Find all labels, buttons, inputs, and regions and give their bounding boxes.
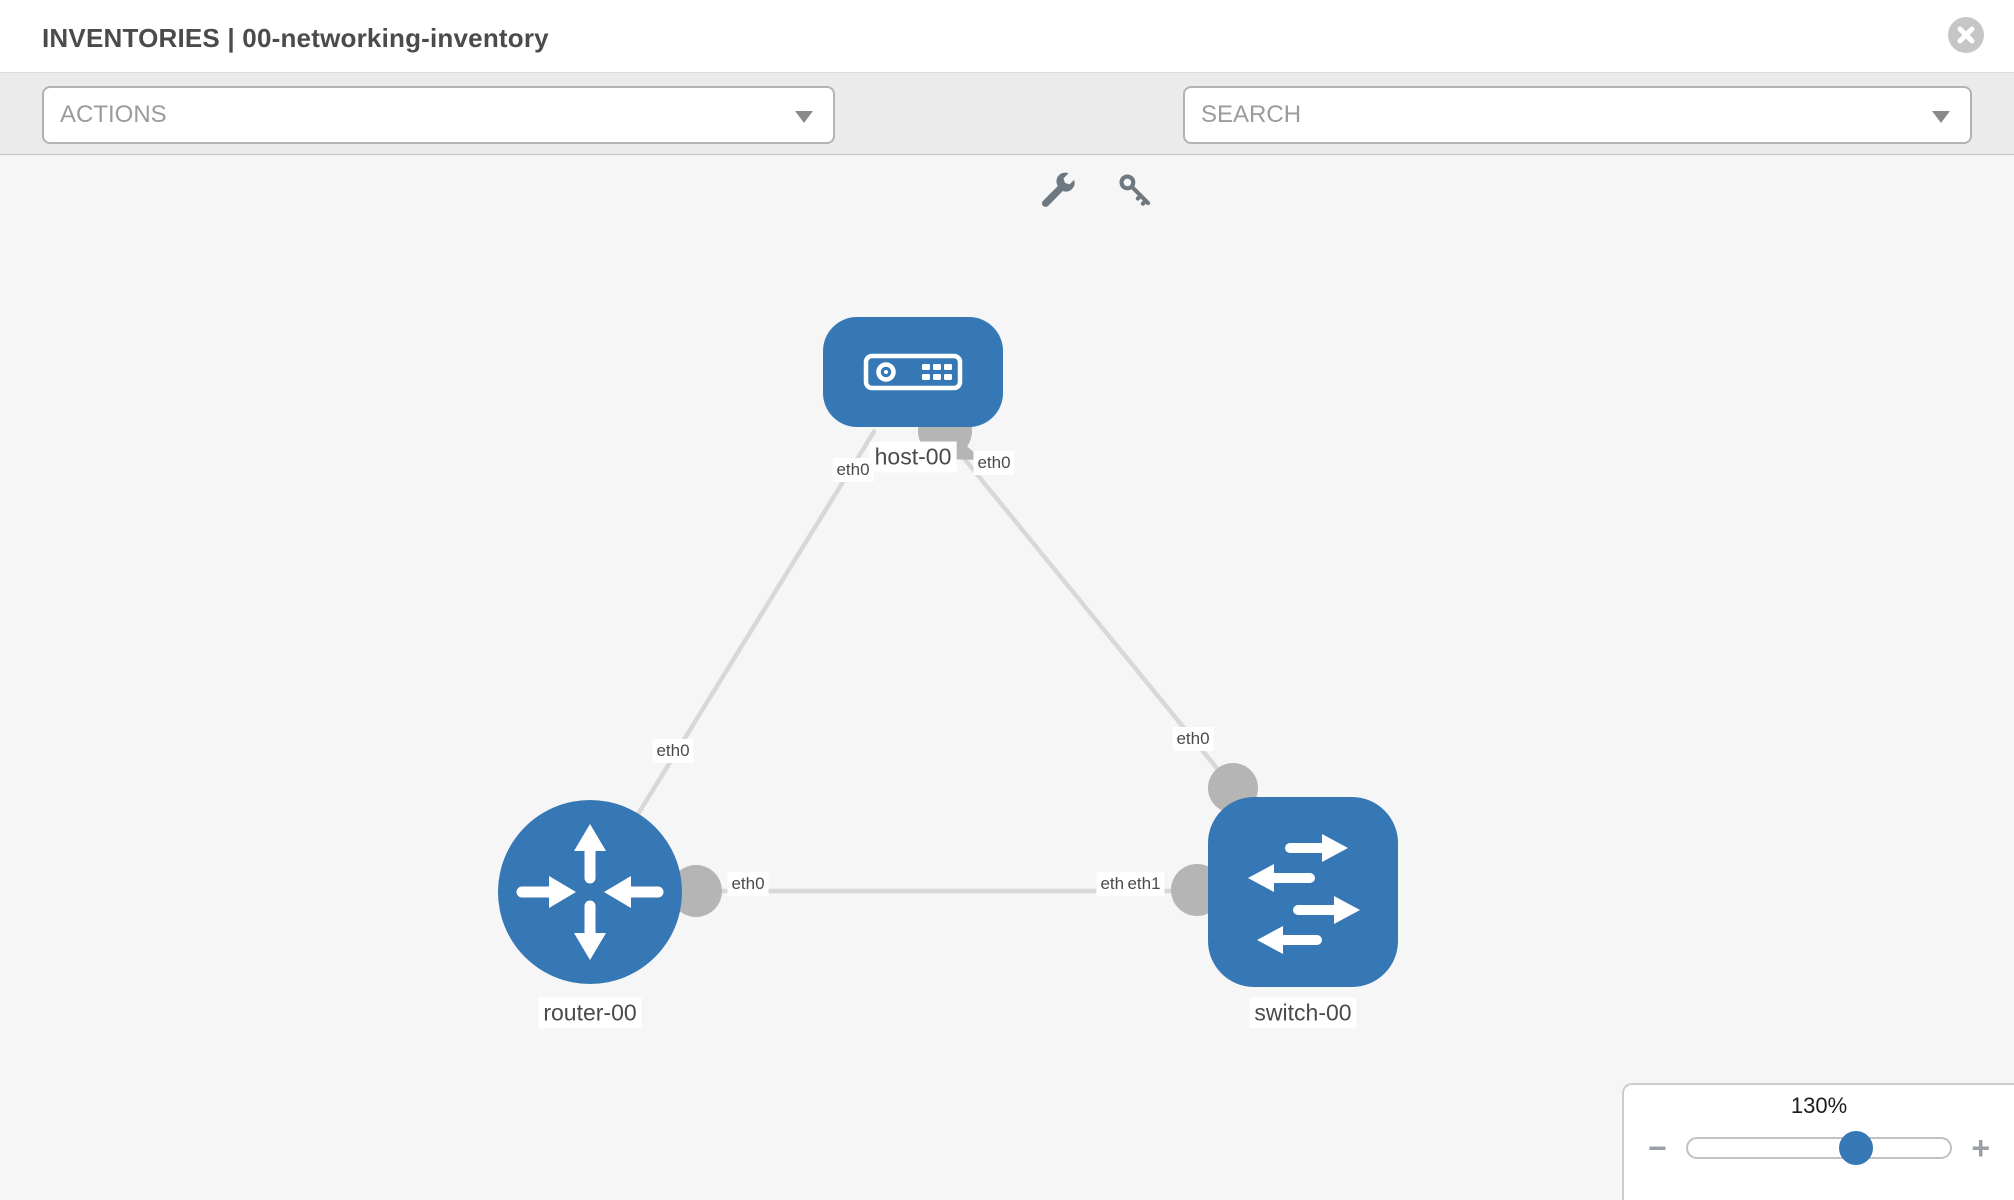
zoom-control-panel: 130% − + (1622, 1083, 2014, 1200)
node-router-00[interactable] (498, 800, 682, 984)
close-icon (1957, 26, 1975, 44)
page-title: INVENTORIES | 00-networking-inventory (42, 23, 549, 53)
node-switch-00[interactable] (1208, 797, 1398, 987)
actions-dropdown-label: ACTIONS (60, 101, 167, 128)
key-icon[interactable] (1116, 171, 1154, 209)
zoom-in-button[interactable]: + (1971, 1130, 1990, 1166)
actions-dropdown[interactable]: ACTIONS (42, 86, 835, 144)
search-dropdown[interactable]: SEARCH (1183, 86, 1972, 144)
chevron-down-icon (1932, 111, 1950, 123)
header: INVENTORIES | 00-networking-inventory (0, 0, 2014, 72)
wrench-icon[interactable] (1038, 170, 1078, 210)
zoom-level-readout: 130% (1790, 1093, 1848, 1118)
zoom-slider-row: − + (1624, 1128, 2014, 1168)
link-host-switch[interactable] (943, 433, 1235, 790)
close-button[interactable] (1948, 17, 1984, 53)
interface-port (670, 865, 722, 917)
chevron-down-icon (795, 111, 813, 123)
zoom-out-button[interactable]: − (1648, 1130, 1667, 1166)
zoom-slider-knob[interactable] (1838, 1131, 1873, 1165)
node-host-00[interactable] (823, 317, 1003, 427)
zoom-slider-track[interactable] (1686, 1131, 1952, 1165)
search-placeholder: SEARCH (1201, 101, 1302, 128)
toolbar: ACTIONS SEARCH (0, 72, 2014, 207)
